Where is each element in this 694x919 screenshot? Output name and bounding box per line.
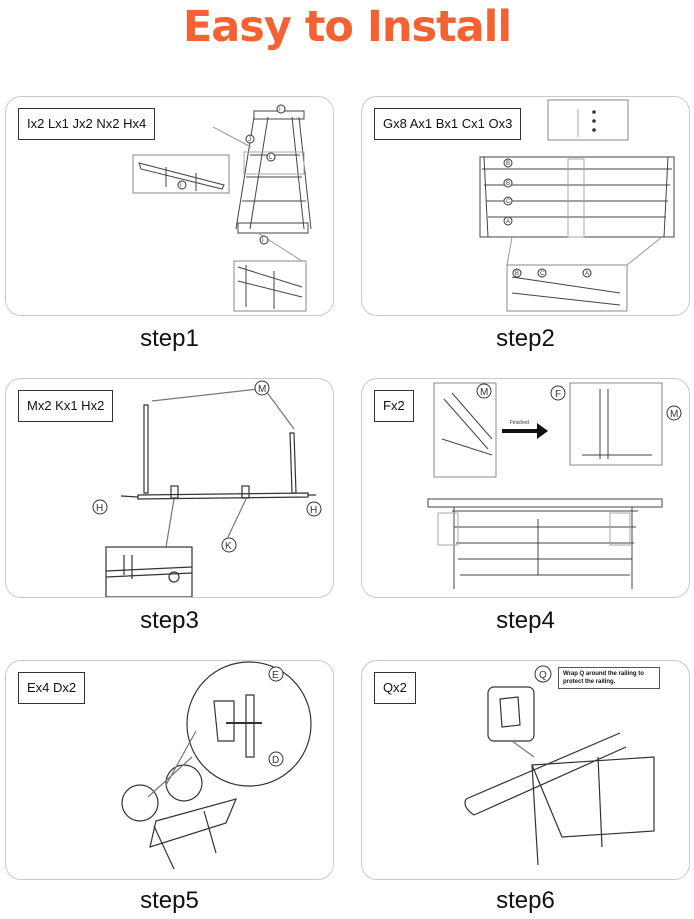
step5-label: step5 <box>140 887 199 914</box>
svg-text:B: B <box>515 271 519 277</box>
step6-note: Wrap Q around the railing to protect the… <box>558 667 660 689</box>
step6-diagram: Q <box>464 665 655 866</box>
callout-k: K <box>225 541 232 552</box>
step5-parts-list: Ex4 Dx2 <box>18 672 86 704</box>
step4-diagram: Finished M F M <box>427 382 682 589</box>
callout-q: Q <box>539 670 547 681</box>
svg-text:C: C <box>506 199 511 205</box>
step4-panel: Finished M F M Fx2 <box>361 378 690 598</box>
callout-h-left: H <box>96 503 103 514</box>
step3-diagram: M H H K <box>92 380 322 597</box>
svg-text:I: I <box>279 107 281 113</box>
callout-m-detail: M <box>480 387 488 398</box>
step6-label: step6 <box>496 887 555 914</box>
step3-label: step3 <box>140 607 199 634</box>
step2-panel: B B C A B C A Gx8 Ax1 Bx1 Cx1 Ox3 <box>361 96 690 316</box>
callout-e: E <box>272 670 279 681</box>
callout-f: F <box>555 389 561 400</box>
step2-label: step2 <box>496 325 555 352</box>
callout-m: M <box>258 384 266 395</box>
step5-panel: E D Ex4 Dx2 <box>5 660 334 880</box>
svg-text:A: A <box>506 219 510 225</box>
step3-parts-list: Mx2 Kx1 Hx2 <box>18 390 114 422</box>
step6-panel: Q Qx2 Wrap Q around the railing to prote… <box>361 660 690 880</box>
step4-label: step4 <box>496 607 555 634</box>
step1-diagram: I J L I I <box>132 104 312 312</box>
finished-arrow-icon <box>502 423 548 439</box>
step2-diagram: B B C A B C A <box>479 99 675 312</box>
svg-text:C: C <box>540 271 545 277</box>
svg-text:A: A <box>585 271 589 277</box>
step6-parts-list: Qx2 <box>374 672 416 704</box>
svg-text:I: I <box>180 183 182 189</box>
svg-text:B: B <box>506 161 510 167</box>
step1-panel: I J L I I Ix2 Lx1 Jx2 Nx2 Hx4 <box>5 96 334 316</box>
svg-text:L: L <box>269 155 273 161</box>
step2-parts-list: Gx8 Ax1 Bx1 Cx1 Ox3 <box>374 108 522 140</box>
svg-text:J: J <box>248 137 251 143</box>
svg-text:B: B <box>506 181 510 187</box>
step4-parts-list: Fx2 <box>374 390 414 422</box>
step1-parts-list: Ix2 Lx1 Jx2 Nx2 Hx4 <box>18 108 156 140</box>
page-title: Easy to Install <box>182 2 512 52</box>
step3-panel: M H H K Mx2 Kx1 Hx2 <box>5 378 334 598</box>
step5-diagram: E D <box>121 661 312 870</box>
step1-label: step1 <box>140 325 199 352</box>
callout-d: D <box>272 755 279 766</box>
callout-m-finished: M <box>670 409 678 420</box>
svg-text:I: I <box>262 238 264 244</box>
callout-h-right: H <box>310 505 317 516</box>
finished-arrow-text: Finished <box>510 420 529 426</box>
